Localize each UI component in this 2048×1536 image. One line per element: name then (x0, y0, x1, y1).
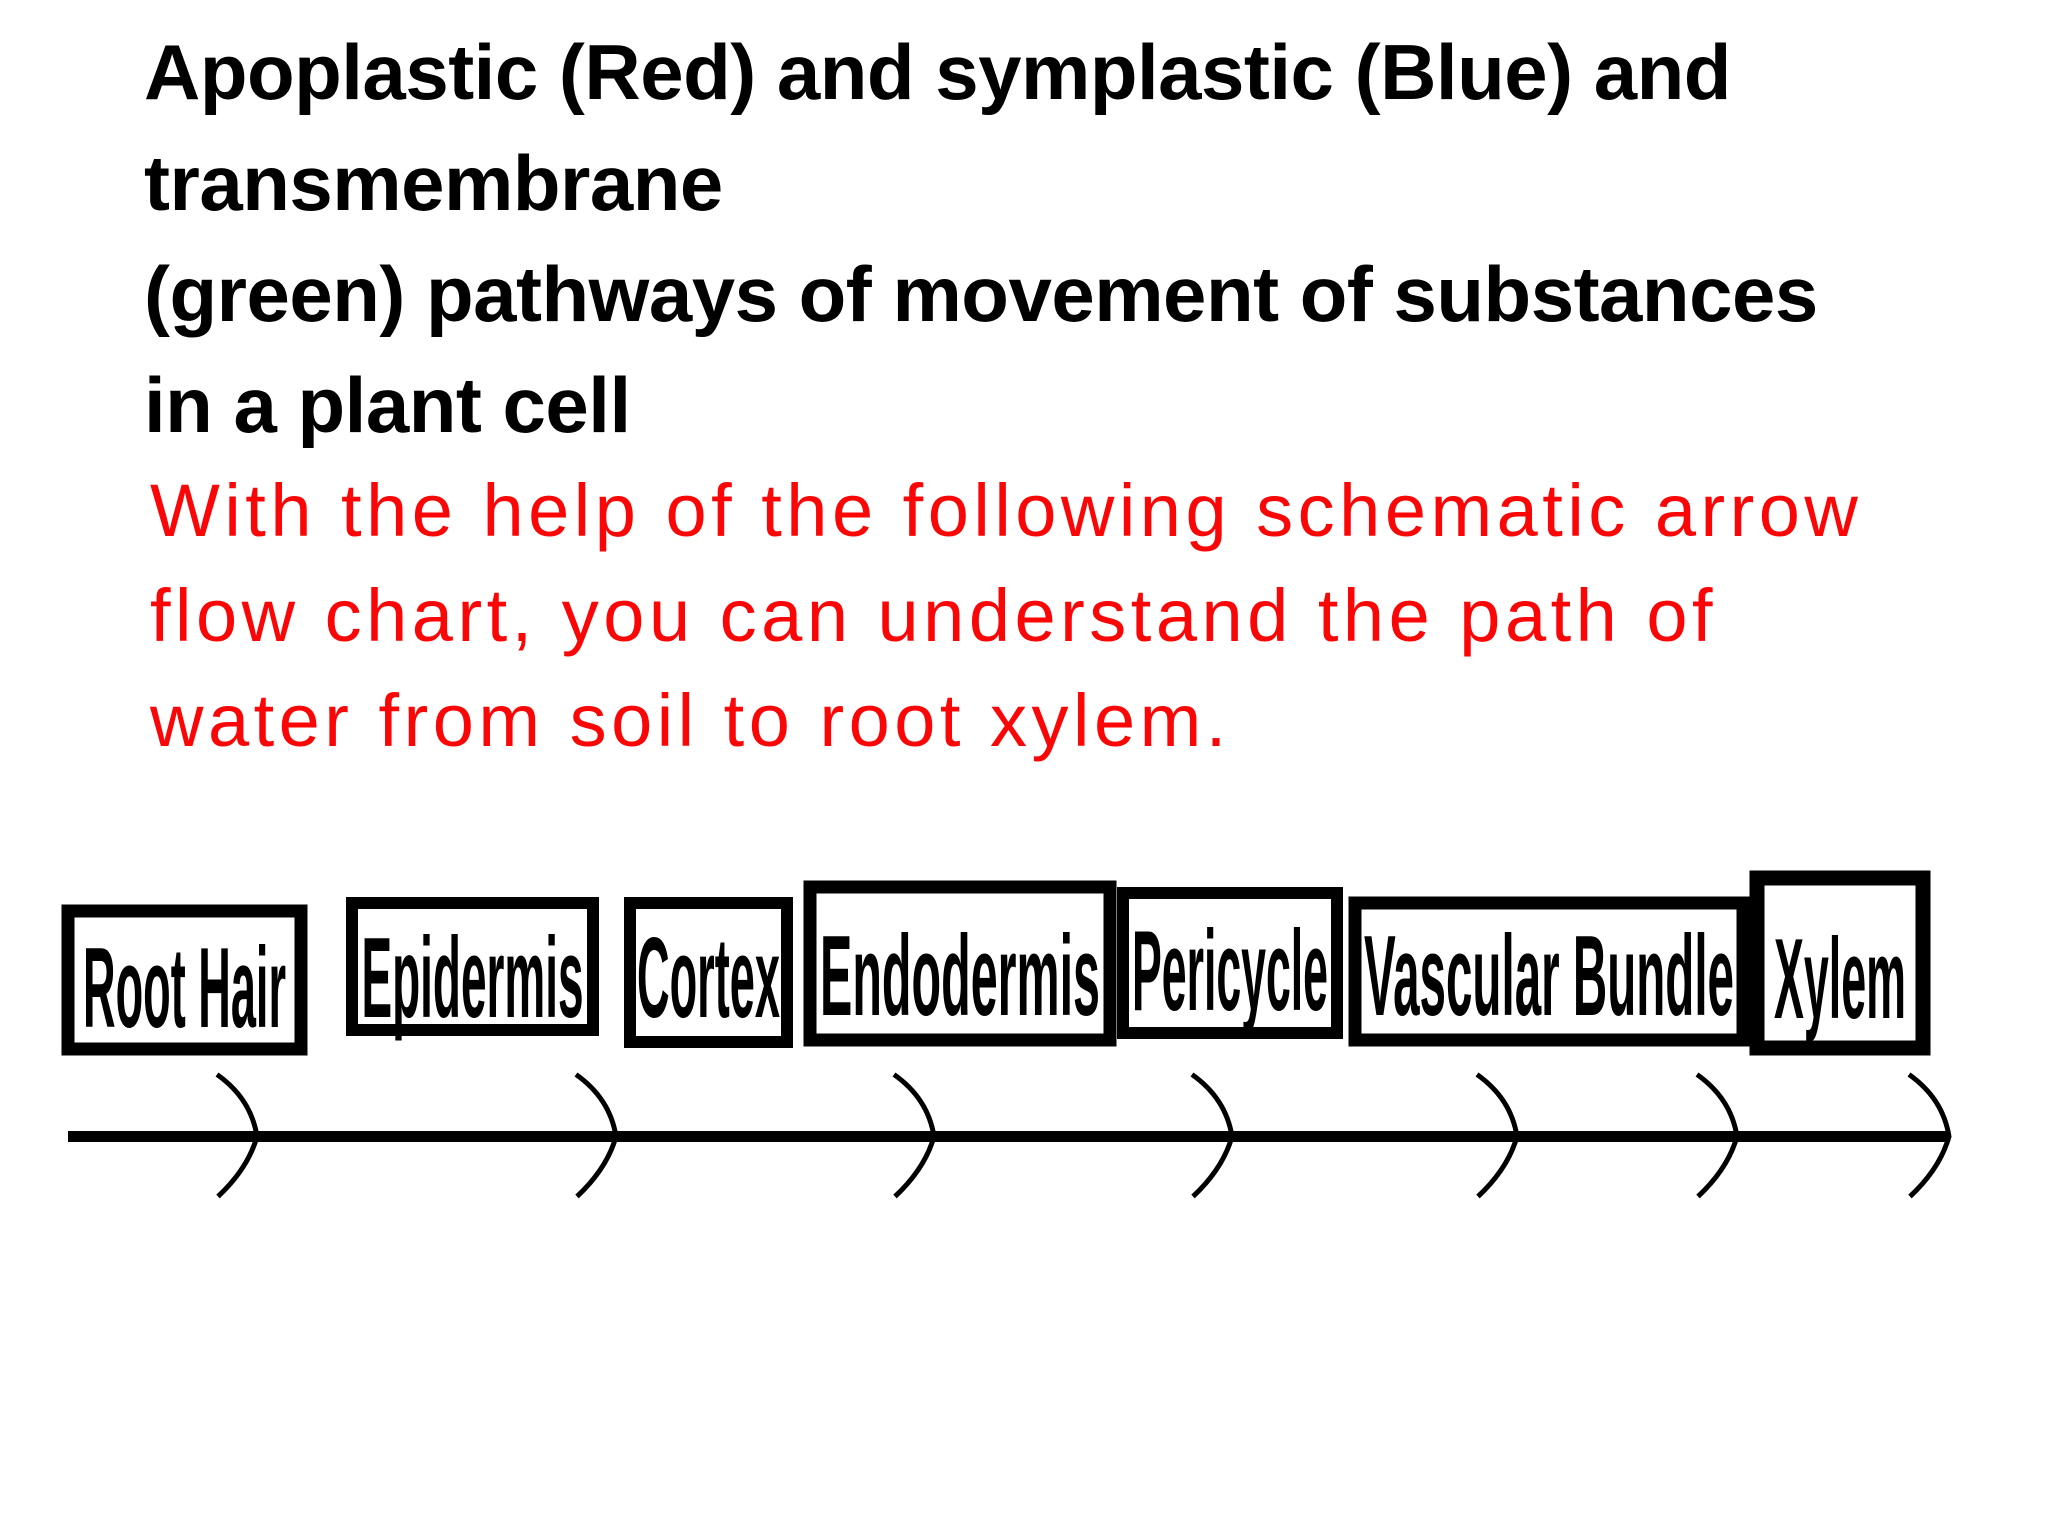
flow-box-border (803, 880, 1117, 1047)
flow-box-label: Epidermis (362, 915, 584, 1042)
flow-box-border (624, 897, 793, 1048)
flow-box: Root Hair (61, 904, 308, 1056)
flow-box-label: Xylem (1774, 916, 1906, 1043)
flow-chevron-arrowhead (1907, 1072, 1952, 1199)
slide-title: Apoplastic (Red) and symplastic (Blue) a… (144, 17, 1818, 461)
flow-box-border (1749, 870, 1931, 1056)
flow-box-border (1348, 896, 1750, 1047)
title-line-2: transmembrane (144, 139, 723, 227)
flow-chevron-arrowhead (574, 1072, 619, 1199)
flow-chevron-arrowhead (892, 1072, 937, 1199)
note-line-1: With the help of the following schematic… (150, 469, 1863, 552)
flow-box: Epidermis (346, 897, 599, 1042)
flowchart-svg: Root Hair Epidermis Cortex Endodermis Pericy… (61, 870, 1952, 1199)
flowchart: Root Hair Epidermis Cortex Endodermis Pericy… (0, 820, 2048, 1280)
flow-box-border (346, 897, 599, 1036)
flow-box-label: Vascular Bundle (1364, 913, 1734, 1040)
flow-box: Pericycle (1117, 887, 1343, 1039)
flow-box: Endodermis (803, 880, 1117, 1047)
flow-chevron-arrowhead (215, 1072, 260, 1199)
flow-chevron-arrowhead (1475, 1072, 1520, 1199)
title-line-3: (green) pathways of movement of substanc… (144, 250, 1818, 338)
flow-box: Xylem (1749, 870, 1931, 1056)
flow-box-label: Endodermis (820, 913, 1100, 1040)
flow-box: Vascular Bundle (1348, 896, 1750, 1047)
flow-box-border (1117, 887, 1343, 1039)
flow-box-label: Cortex (637, 915, 780, 1042)
flow-box-label: Root Hair (83, 925, 286, 1052)
flow-box-border (61, 904, 308, 1056)
flow-chevron-arrowhead (1190, 1072, 1235, 1199)
note-line-3: water from soil to root xylem. (150, 679, 1231, 762)
flow-chevron-arrowhead (1695, 1072, 1740, 1199)
flow-box-label: Pericycle (1132, 908, 1328, 1035)
title-line-1: Apoplastic (Red) and symplastic (Blue) a… (144, 28, 1731, 116)
title-line-4: in a plant cell (144, 361, 631, 449)
flow-box: Cortex (624, 897, 793, 1048)
slide-note: With the help of the following schematic… (150, 458, 1862, 773)
note-line-2: flow chart, you can understand the path … (150, 574, 1718, 657)
